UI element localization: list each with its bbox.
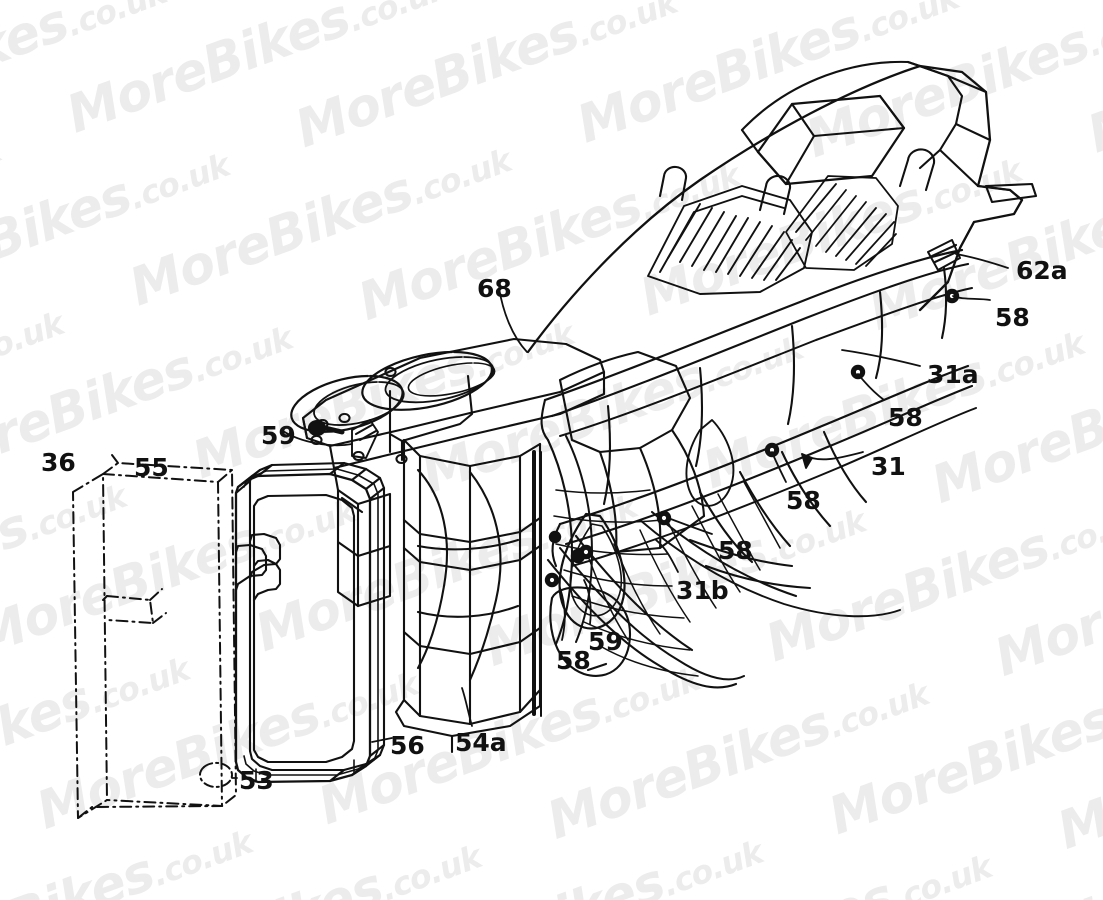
ref-label-31a: 31a xyxy=(927,360,979,389)
leader-58-b xyxy=(857,373,885,401)
leader-58-e xyxy=(559,587,566,641)
ref-label-58-e: 58 xyxy=(556,646,591,675)
locating-boss-53 xyxy=(199,761,234,788)
ref-label-62a: 62a xyxy=(1016,256,1068,285)
ref-label-56: 56 xyxy=(390,731,425,760)
ref-label-55: 55 xyxy=(134,453,169,482)
ref-label-36: 36 xyxy=(41,448,76,477)
main-frame-31 xyxy=(526,60,1038,689)
ref-label-59-b: 59 xyxy=(588,627,623,656)
leader-68 xyxy=(498,287,528,353)
leader-54a xyxy=(461,687,473,727)
leader-62a xyxy=(955,253,1009,269)
ref-label-68: 68 xyxy=(477,274,512,303)
leader-58-a xyxy=(952,295,991,301)
leader-59-lower xyxy=(583,579,592,625)
ref-label-58-a: 58 xyxy=(995,303,1030,332)
arrowhead-31 xyxy=(801,453,813,469)
ref-label-58-b: 58 xyxy=(888,403,923,432)
leader-lines xyxy=(461,253,1009,727)
gasket-56 xyxy=(234,461,386,784)
ref-label-58-c: 58 xyxy=(786,486,821,515)
ref-label-31: 31 xyxy=(871,452,906,481)
mounting-bolt-59-upper xyxy=(307,419,379,461)
ref-label-31b: 31b xyxy=(676,576,729,605)
ref-label-53: 53 xyxy=(239,766,274,795)
intake-duct-body xyxy=(290,337,606,754)
leader-31b xyxy=(655,539,679,573)
leader-31a xyxy=(841,349,921,367)
leader-56 xyxy=(371,737,393,743)
ref-label-58-d: 58 xyxy=(718,536,753,565)
leader-59-upper xyxy=(282,430,353,447)
ref-label-54a: 54a xyxy=(455,728,507,757)
phantom-outline-36 xyxy=(72,454,237,819)
leader-58-d xyxy=(667,517,713,535)
leader-58-c xyxy=(771,451,787,483)
ref-label-59-a: 59 xyxy=(261,421,296,450)
